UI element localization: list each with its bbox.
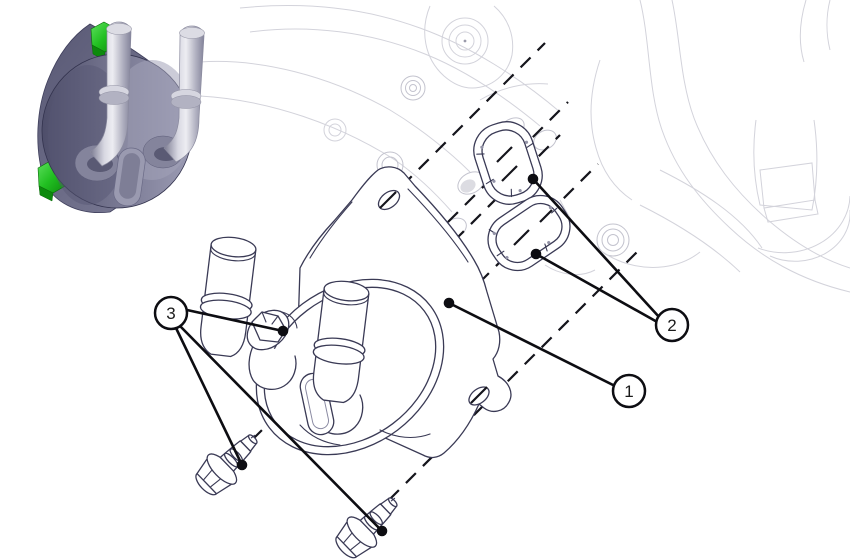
cooler-pipe-right xyxy=(312,280,370,404)
callout-2-label: 2 xyxy=(667,316,676,335)
assembled-part-thumbnail xyxy=(37,21,205,214)
bolt-lower-right xyxy=(327,484,410,560)
leader-lines xyxy=(174,173,662,537)
callout-2[interactable]: 2 xyxy=(654,307,690,343)
gasket-upper xyxy=(473,121,543,205)
callout-3-label: 3 xyxy=(166,304,175,323)
thumbnail-pipe-left xyxy=(89,21,132,167)
engine-background-outline xyxy=(199,0,850,293)
cooler-pipe-left xyxy=(199,236,257,358)
callout-3[interactable]: 3 xyxy=(153,295,189,331)
thumbnail-pipe-right xyxy=(163,25,205,163)
oil-cooler-part xyxy=(199,166,512,459)
gasket-lower xyxy=(487,194,571,272)
callout-1-label: 1 xyxy=(624,382,633,401)
callout-1[interactable]: 1 xyxy=(611,373,647,409)
thumbnail-slot xyxy=(113,147,146,207)
